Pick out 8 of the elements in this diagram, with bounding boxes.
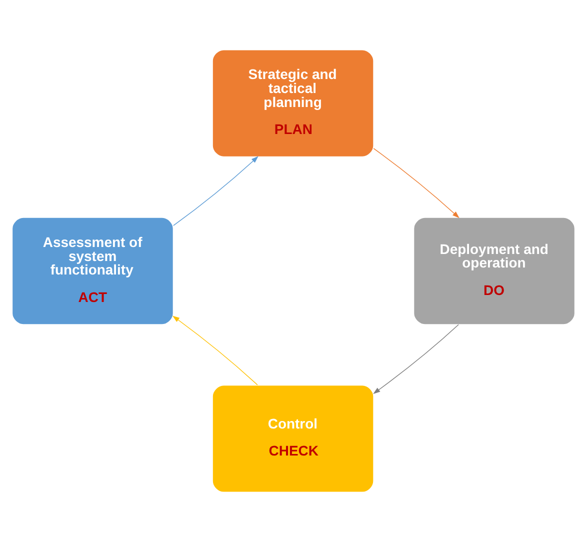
node-box: Assessment of system functionality ACT: [12, 216, 174, 325]
node-box: Strategic and tactical planning PLAN: [212, 48, 374, 157]
node-box: Control CHECK: [212, 384, 374, 492]
arrow: [172, 315, 258, 385]
arrow: [373, 324, 459, 394]
node-box: Deployment and operation DO: [413, 216, 576, 325]
arrow: [173, 156, 258, 226]
arrow: [373, 148, 460, 218]
